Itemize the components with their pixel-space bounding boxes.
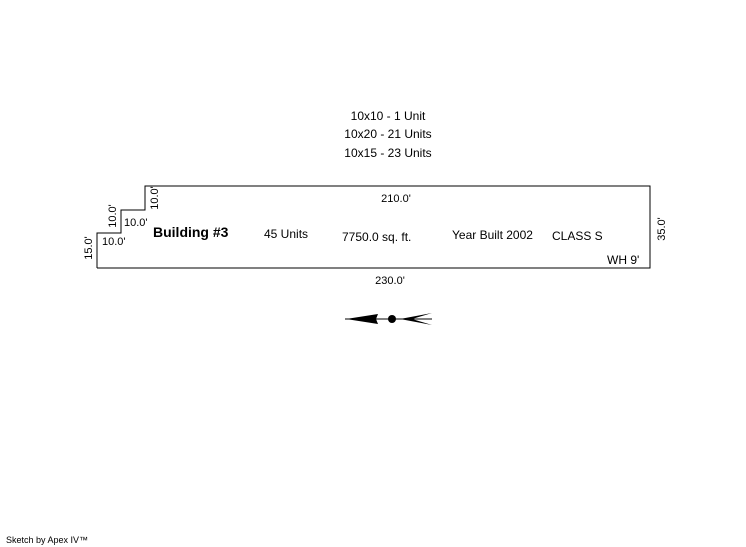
north-arrow-icon: [345, 313, 432, 325]
dim-step1-h: 10.0': [102, 236, 126, 248]
unit-count: 45 Units: [264, 227, 308, 241]
building-name: Building #3: [153, 224, 229, 240]
dim-step2-v: 10.0': [149, 186, 161, 210]
building-outline: [96, 185, 651, 269]
sketch-credit: Sketch by Apex IV™: [6, 535, 89, 545]
dim-bottom: 230.0': [375, 275, 405, 287]
dim-left: 15.0': [83, 236, 95, 260]
dim-right: 35.0': [656, 217, 668, 241]
year-built: Year Built 2002: [452, 228, 533, 242]
dim-top: 210.0': [381, 193, 411, 205]
note-line-1: 10x10 - 1 Unit: [351, 109, 426, 123]
dim-step1-v: 10.0': [107, 204, 119, 228]
building-class: CLASS S: [552, 229, 603, 243]
wall-height: WH 9': [607, 253, 639, 267]
note-line-3: 10x15 - 23 Units: [344, 146, 431, 160]
note-line-2: 10x20 - 21 Units: [344, 127, 431, 141]
dim-step2-h: 10.0': [124, 217, 148, 229]
area: 7750.0 sq. ft.: [342, 230, 411, 244]
